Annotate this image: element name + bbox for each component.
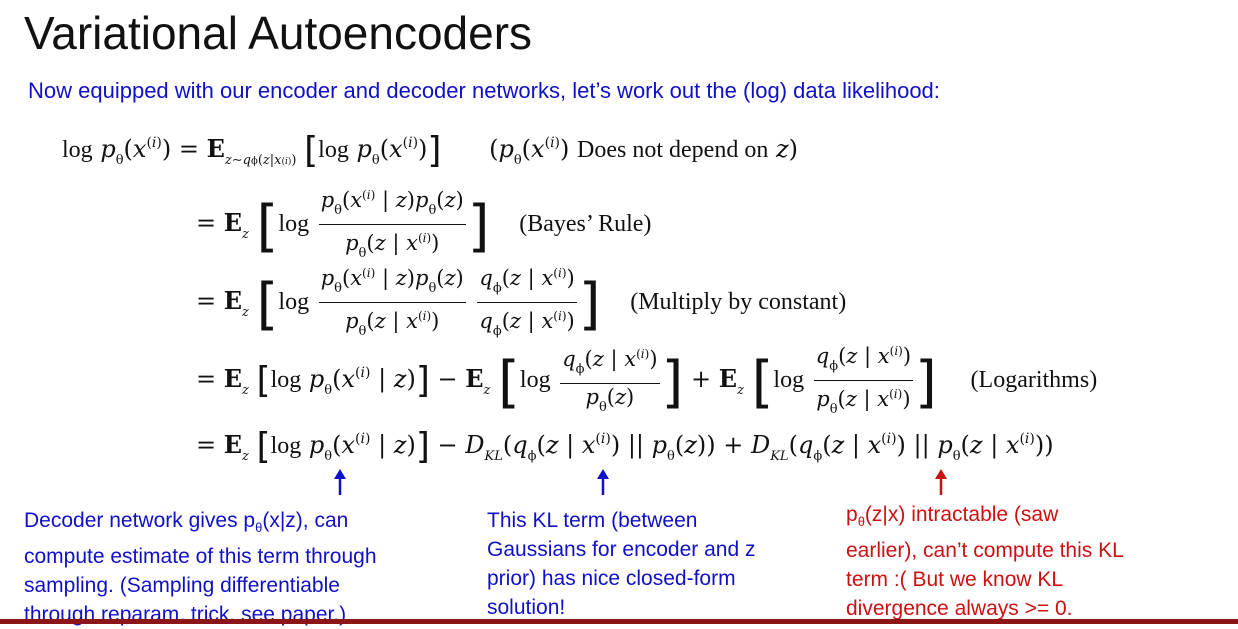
slide-subtitle: Now equipped with our encoder and decode… xyxy=(28,78,940,103)
equation-note-3: (Multiply by constant) xyxy=(630,289,847,315)
arrow-up-icon-kl xyxy=(597,469,609,495)
annotation-intractable: pθ(z|x) intractable (saw earlier), can’t… xyxy=(846,503,1124,620)
equation-line-5: = Ez [log pθ(x(i) | z)] − DKL(qϕ(z | x(i… xyxy=(196,426,1054,467)
equation-line-1: log pθ(x(i)) = Ez∼qϕ(z|x(i)) [log pθ(x(i… xyxy=(62,130,798,171)
equation-line-3: = Ez [log pθ(x(i) | z)pθ(z)pθ(z | x(i)) … xyxy=(196,260,846,345)
arrow-up-icon-decoder xyxy=(334,469,346,495)
bottom-bar xyxy=(0,619,1238,624)
equation-line-4: = Ez [log pθ(x(i) | z)] − Ez [log qϕ(z |… xyxy=(196,338,1097,423)
annotation-decoder: Decoder network gives pθ(x|z), can compu… xyxy=(24,509,377,626)
slide-title: Variational Autoencoders xyxy=(24,7,533,59)
equation-line-2: = Ez [log pθ(x(i) | z)pθ(z)pθ(z | x(i))]… xyxy=(196,182,651,267)
equation-note-1: Does not depend on xyxy=(577,137,769,163)
annotation-kl-term: This KL term (between Gaussians for enco… xyxy=(487,509,756,619)
equation-note-2: (Bayes’ Rule) xyxy=(519,211,652,237)
equation-note-4: (Logarithms) xyxy=(970,367,1098,393)
arrow-up-icon-intractable xyxy=(935,469,947,495)
